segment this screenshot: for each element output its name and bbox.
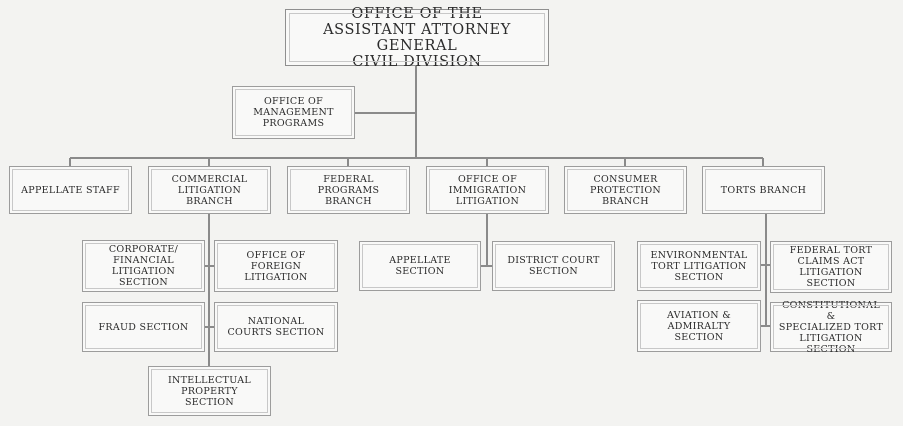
node-appellate-section: APPELLATE SECTION: [359, 241, 481, 291]
node-environmental-tort-litigation: ENVIRONMENTAL TORT LITIGATION SECTION: [637, 241, 761, 291]
node-intellectual-property-section: INTELLECTUAL PROPERTY SECTION: [148, 366, 271, 416]
node-assistant-attorney-general: OFFICE OF THE ASSISTANT ATTORNEY GENERAL…: [285, 6, 549, 70]
node-immigration-litigation: OFFICE OF IMMIGRATION LITIGATION: [426, 166, 549, 214]
node-district-court-section: DISTRICT COURT SECTION: [492, 241, 615, 291]
node-federal-programs-branch: FEDERAL PROGRAMS BRANCH: [287, 166, 410, 214]
node-aviation-admiralty-section: AVIATION & ADMIRALTY SECTION: [637, 300, 761, 352]
node-torts-branch: TORTS BRANCH: [702, 166, 825, 214]
node-fraud-section: FRAUD SECTION: [82, 302, 205, 352]
node-commercial-litigation-branch: COMMERCIAL LITIGATION BRANCH: [148, 166, 271, 214]
node-consumer-protection-branch: CONSUMER PROTECTION BRANCH: [564, 166, 687, 214]
node-appellate-staff: APPELLATE STAFF: [9, 166, 132, 214]
node-federal-tort-claims-act: FEDERAL TORT CLAIMS ACT LITIGATION SECTI…: [770, 241, 892, 293]
node-national-courts-section: NATIONAL COURTS SECTION: [214, 302, 338, 352]
node-management-programs: OFFICE OF MANAGEMENT PROGRAMS: [232, 86, 355, 139]
node-corporate-financial-litigation: CORPORATE/ FINANCIAL LITIGATION SECTION: [82, 240, 205, 292]
node-foreign-litigation: OFFICE OF FOREIGN LITIGATION: [214, 240, 338, 292]
node-constitutional-specialized-tort: CONSTITUTIONAL & SPECIALIZED TORT LITIGA…: [770, 300, 892, 355]
